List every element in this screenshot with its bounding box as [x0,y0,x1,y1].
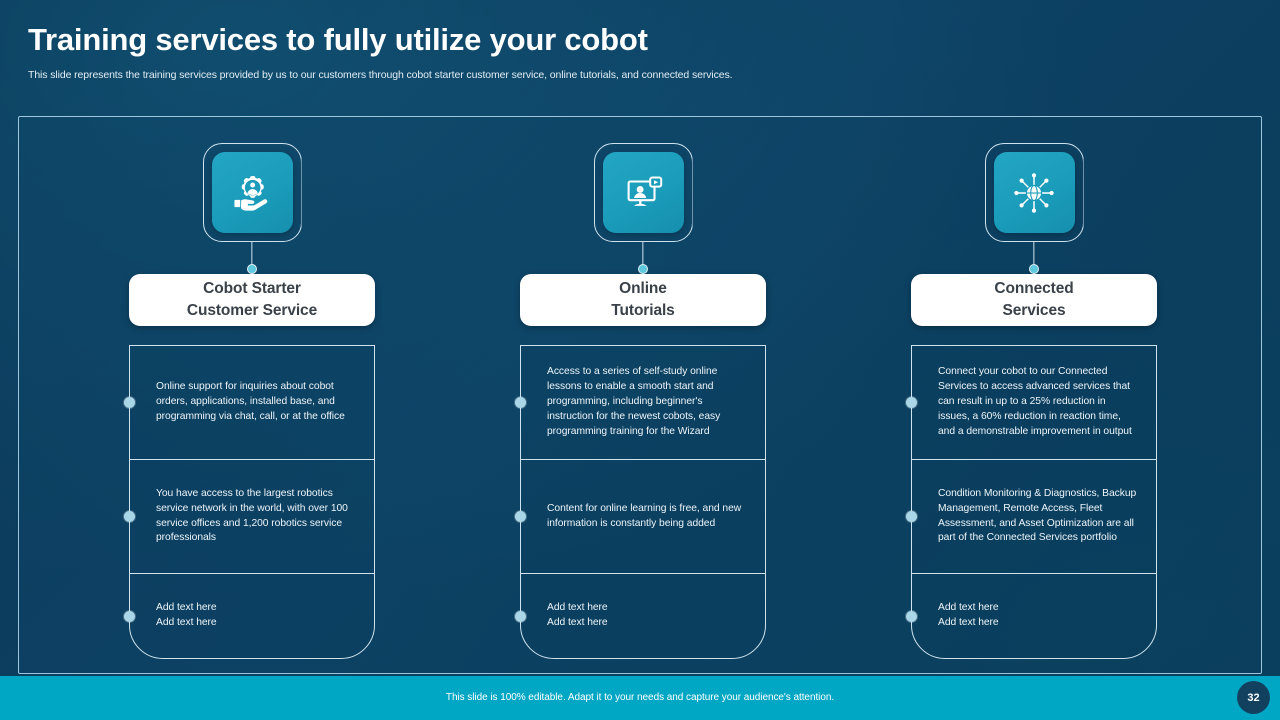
row-bullet-icon [906,511,917,522]
connector-node-1 [247,264,257,274]
panel-1-row-1: Online support for inquiries about cobot… [124,346,374,460]
connector-line-3 [1033,242,1035,266]
panel-3-row-2: Condition Monitoring & Diagnostics, Back… [906,460,1156,574]
icon-tile-2[interactable] [602,152,684,233]
connector-line-2 [642,242,644,266]
panel-2-row-3[interactable]: Add text here Add text here [515,574,765,658]
card-title-3[interactable]: Connected Services [911,274,1157,326]
page-title: Training services to fully utilize your … [28,22,648,57]
icon-frame-3 [984,143,1084,242]
row-bullet-icon [515,610,526,622]
panel-2-row-1-text: Access to a series of self-study online … [547,366,721,437]
row-bullet-icon [906,610,917,622]
icon-outline-1 [202,143,302,242]
page-number-badge: 32 [1237,681,1270,714]
panel-2-row-2-text: Content for online learning is free, and… [547,502,742,529]
column-connected-services: Connected Services Connect your cobot to… [906,143,1157,659]
connector-1 [129,242,375,274]
icon-frame-1 [202,143,302,242]
connector-2 [520,242,766,274]
icon-outline-3 [984,143,1084,242]
panel-2-row-3-text: Add text here Add text here [547,602,608,628]
panel-2-row-1: Access to a series of self-study online … [515,346,765,460]
column-online-tutorials: Online Tutorials Access to a series of s… [515,143,766,659]
panel-1: Online support for inquiries about cobot… [124,345,375,659]
panel-3-row-1: Connect your cobot to our Connected Serv… [906,346,1156,460]
panel-3: Connect your cobot to our Connected Serv… [906,345,1157,659]
card-title-1-line2: Customer Service [186,302,318,319]
row-bullet-icon [124,610,135,622]
panel-2-row-2: Content for online learning is free, and… [515,460,765,574]
panel-3-row-3-text: Add text here Add text here [938,602,999,628]
icon-outline-2 [593,143,693,242]
connector-3 [911,242,1157,274]
row-bullet-icon [124,511,135,522]
row-bullet-icon [515,511,526,522]
hand-holding-gear-user-icon [229,170,275,216]
row-bullet-icon [515,397,526,408]
card-title-1[interactable]: Cobot Starter Customer Service [129,274,375,326]
icon-tile-1[interactable] [211,152,293,233]
panel-3-row-1-text: Connect your cobot to our Connected Serv… [938,366,1132,437]
icon-frame-2 [593,143,693,242]
connector-node-3 [1029,264,1039,274]
footer-note: This slide is 100% editable. Adapt it to… [445,692,835,703]
content-frame: Cobot Starter Customer Service Online su… [18,116,1262,674]
panel-3-row-3[interactable]: Add text here Add text here [906,574,1156,658]
icon-tile-3[interactable] [993,152,1075,233]
card-title-2[interactable]: Online Tutorials [520,274,766,326]
row-bullet-icon [906,397,917,408]
card-title-3-line2: Services [1002,302,1066,319]
page-subtitle: This slide represents the training servi… [28,68,733,81]
footer-bar: This slide is 100% editable. Adapt it to… [0,676,1280,720]
panel-1-row-2-text: You have access to the largest robotics … [156,487,348,544]
panel-1-row-1-text: Online support for inquiries about cobot… [156,381,345,422]
card-title-2-line1: Online [619,280,667,298]
panel-2: Access to a series of self-study online … [515,345,766,659]
row-bullet-icon [124,397,135,408]
column-cobot-starter-customer-service: Cobot Starter Customer Service Online su… [124,143,375,659]
card-title-2-line2: Tutorials [611,302,675,319]
slide-header: Training services to fully utilize your … [28,22,1258,81]
card-title-3-line1: Connected [994,280,1074,298]
connector-node-2 [638,264,648,274]
card-title-1-line1: Cobot Starter [203,280,301,298]
panel-1-row-3[interactable]: Add text here Add text here [124,574,374,658]
monitor-user-play-icon [620,170,666,216]
globe-network-hub-icon [1010,169,1058,217]
connector-line-1 [251,242,253,266]
panel-1-row-2: You have access to the largest robotics … [124,460,374,574]
panel-1-row-3-text: Add text here Add text here [156,602,217,628]
panel-3-row-2-text: Condition Monitoring & Diagnostics, Back… [938,487,1137,544]
